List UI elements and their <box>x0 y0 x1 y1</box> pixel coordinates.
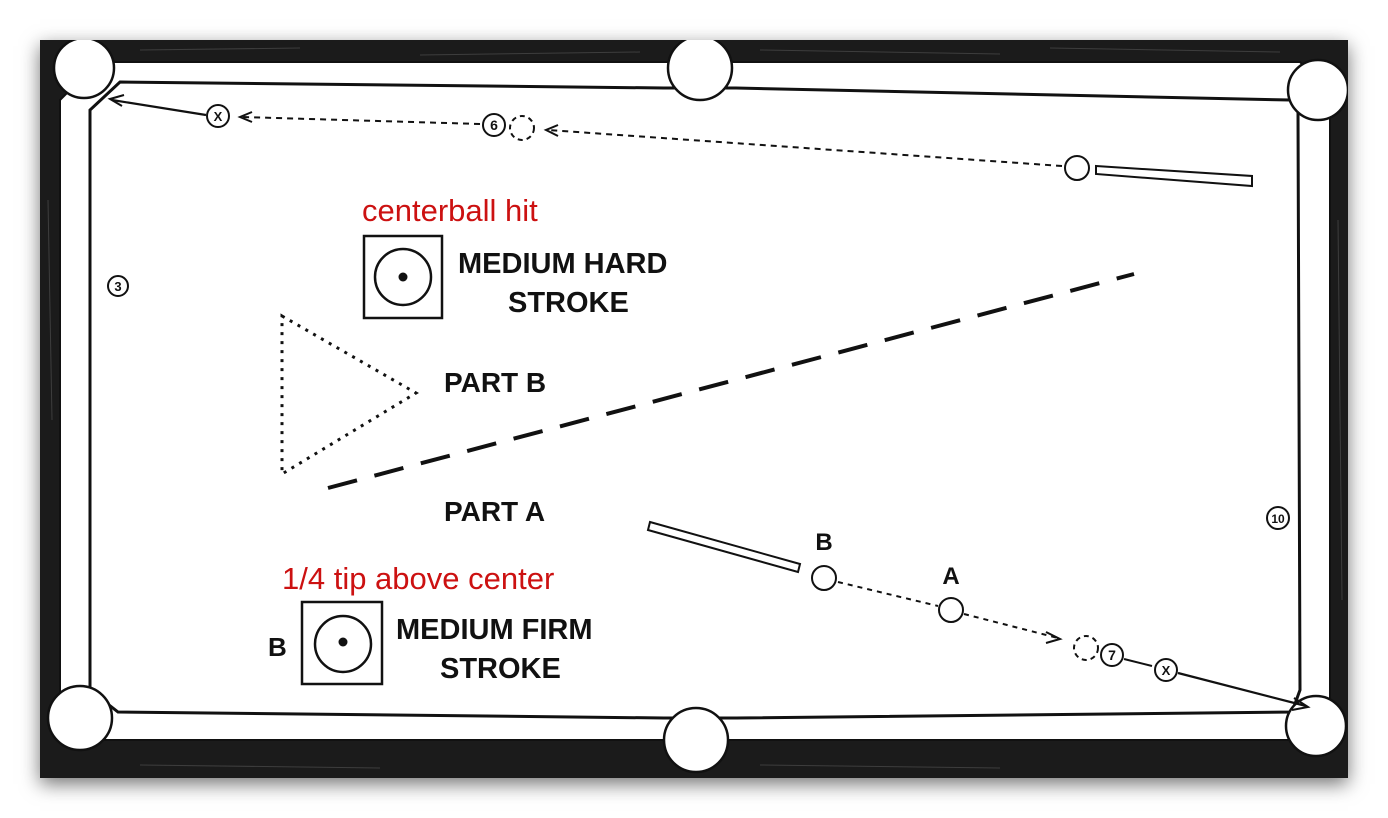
position-a-label: A <box>942 563 959 590</box>
x-mark-bottom-label: X <box>1162 663 1171 678</box>
stroke-bottom-prefix: B <box>268 632 287 662</box>
pocket-top-right <box>1286 58 1348 122</box>
cue-ball-path-top <box>547 129 1063 167</box>
ball-6-label: 6 <box>490 117 498 133</box>
table-svg: 6 X 3 10 centerball hit MEDIUM HARD STRO… <box>40 40 1348 778</box>
ghost-ball-bottom <box>1073 635 1099 661</box>
rail-texture <box>47 47 1343 769</box>
object-ball-7 <box>1100 643 1124 667</box>
tip-diagram-bottom <box>300 600 384 686</box>
object-path-bottom-2 <box>1177 671 1307 708</box>
x-mark-bottom <box>1154 658 1178 682</box>
cloth <box>88 80 1302 720</box>
x-mark-top-label: X <box>214 109 223 124</box>
path-a-to-ghost <box>963 613 1059 639</box>
cue-ball-position-a <box>938 597 964 623</box>
part-a-label: PART A <box>444 496 545 527</box>
arrowhead-top-3 <box>107 94 125 107</box>
annotation-quarter-tip: 1/4 tip above center <box>282 561 554 596</box>
stroke-top-line2: STROKE <box>508 287 629 319</box>
cue-ball-top <box>1064 155 1090 181</box>
ball-7-label: 7 <box>1108 647 1116 663</box>
divider-line <box>327 272 1135 490</box>
ball-3 <box>107 275 129 297</box>
pocket-top-left <box>52 40 116 100</box>
pocket-bottom-left <box>46 684 114 752</box>
object-path-bottom-1 <box>1123 658 1153 667</box>
arrowhead-top-2 <box>237 111 253 123</box>
pocket-bottom-middle <box>662 706 730 774</box>
stroke-bottom-line1: MEDIUM FIRM <box>396 614 593 646</box>
stroke-top-line1: MEDIUM HARD <box>458 248 667 280</box>
arrowhead-top-1 <box>543 124 559 137</box>
arrowhead-bottom-1 <box>1045 631 1063 644</box>
ball-10-label: 10 <box>1271 512 1285 526</box>
cue-stick-top <box>1095 164 1253 188</box>
annotation-centerball-hit: centerball hit <box>362 193 538 228</box>
object-path-solid-top <box>111 98 207 117</box>
cue-stick-bottom <box>646 520 802 574</box>
ghost-ball-top <box>509 115 535 141</box>
stroke-bottom-line2: STROKE <box>440 653 561 685</box>
position-b-label: B <box>815 529 832 556</box>
arrowhead-bottom-2 <box>1291 697 1311 711</box>
tip-diagram-top <box>362 234 444 320</box>
ball-10 <box>1266 506 1290 530</box>
part-b-label: PART B <box>444 367 546 398</box>
object-ball-6 <box>482 113 506 137</box>
x-mark-top <box>206 104 230 128</box>
ball-3-label: 3 <box>114 279 121 294</box>
pocket-top-middle <box>666 40 734 102</box>
pocket-bottom-right <box>1284 694 1348 758</box>
object-path-dashed-top <box>241 116 481 125</box>
pool-table-diagram: 6 X 3 10 centerball hit MEDIUM HARD STRO… <box>40 40 1348 778</box>
path-b-to-a <box>837 581 939 607</box>
cue-ball-position-b <box>811 565 837 591</box>
